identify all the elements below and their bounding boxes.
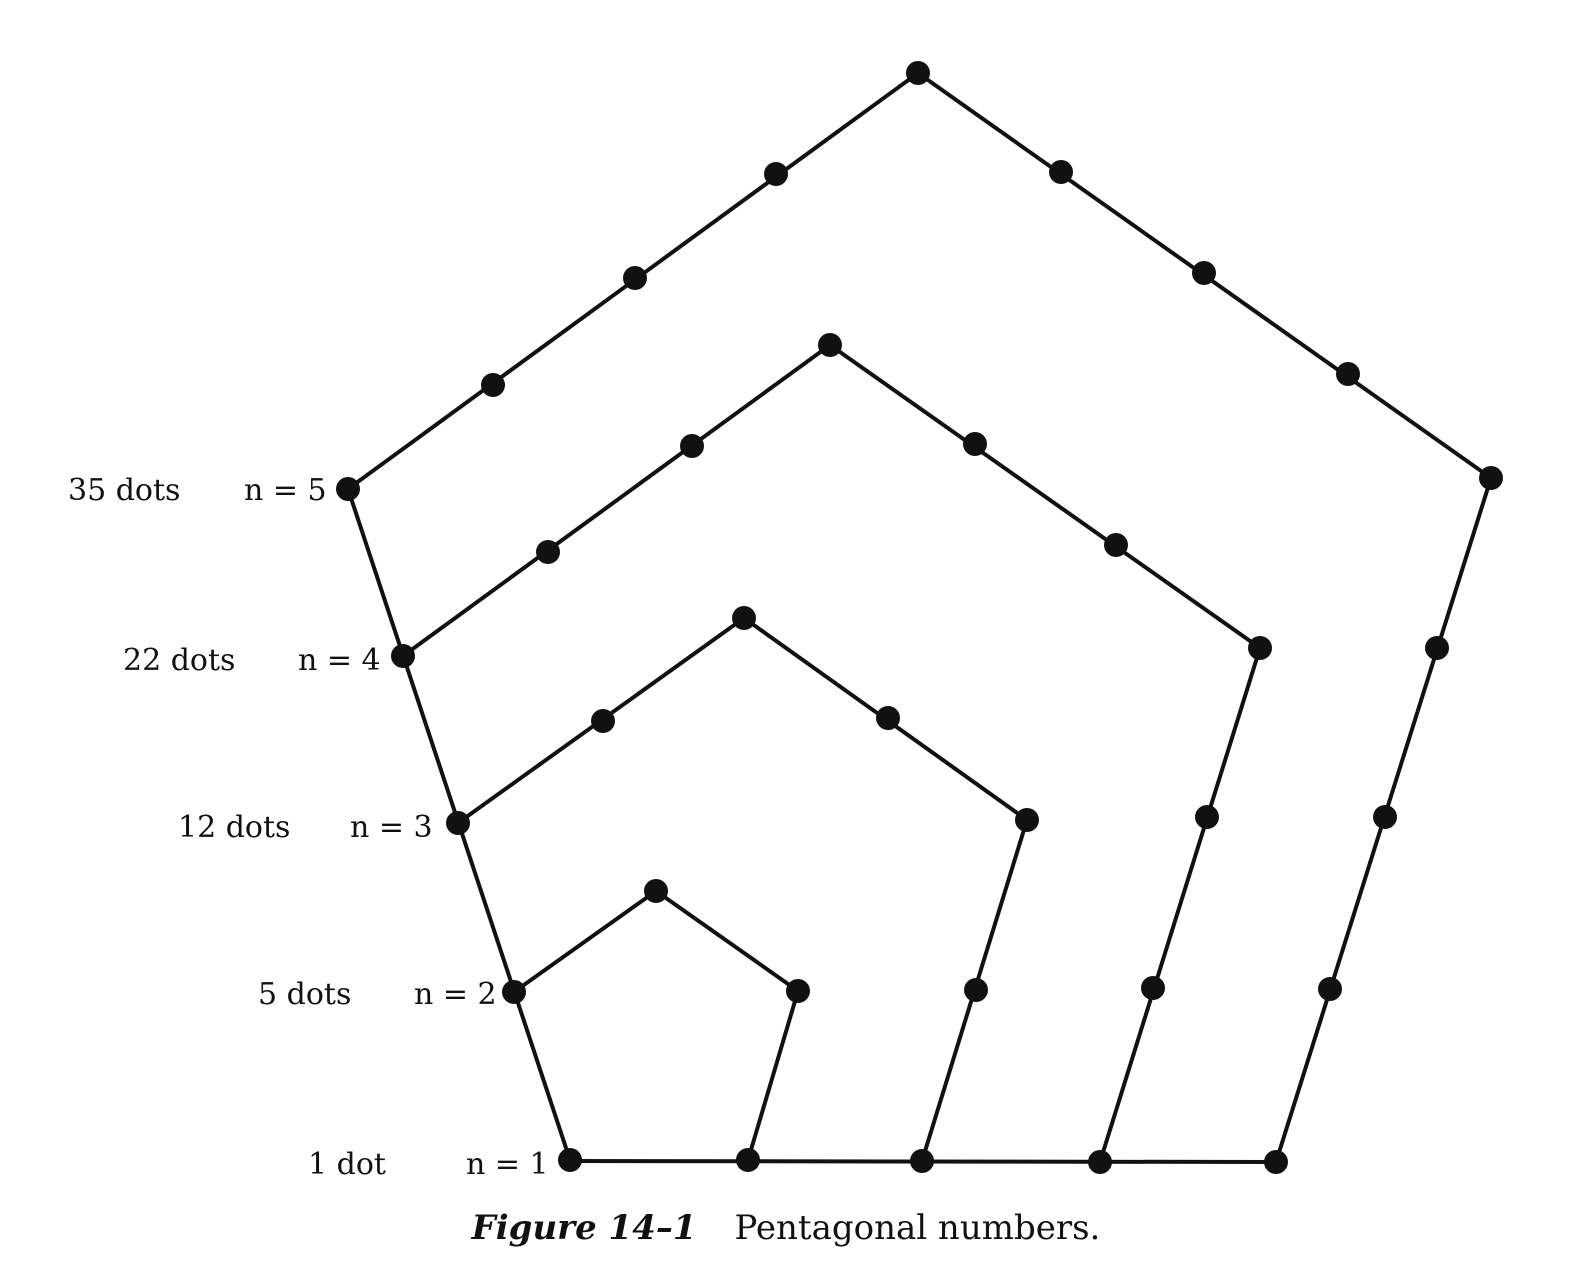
n-label-n3: n = 3	[350, 810, 433, 845]
figure-caption: Figure 14–1 Pentagonal numbers.	[0, 1208, 1572, 1248]
dot	[1479, 466, 1503, 490]
base-line-segment	[569, 1159, 1277, 1164]
dot	[680, 434, 704, 458]
dot	[964, 978, 988, 1002]
dot	[1015, 808, 1039, 832]
dot	[591, 709, 615, 733]
dot	[1192, 261, 1216, 285]
dot	[623, 266, 647, 290]
dots-label-n3: 12 dots	[178, 810, 290, 845]
dot	[906, 61, 930, 85]
pentagon-n4	[391, 333, 1272, 1174]
dot	[481, 373, 505, 397]
dots-label-n5: 35 dots	[68, 473, 180, 508]
pentagon-n5	[336, 61, 1503, 1174]
dot	[536, 540, 560, 564]
dot	[963, 432, 987, 456]
n-label-n4: n = 4	[298, 643, 381, 678]
dot	[1336, 362, 1360, 386]
dots-label-n2: 5 dots	[258, 977, 351, 1012]
dot	[818, 333, 842, 357]
dot	[502, 980, 526, 1004]
pentagon-n3	[446, 606, 1039, 1173]
n-label-n2: n = 2	[414, 977, 497, 1012]
dot	[786, 979, 810, 1003]
dot	[1195, 805, 1219, 829]
dot	[644, 879, 668, 903]
figure-caption-text: Pentagonal numbers.	[734, 1208, 1101, 1248]
dot-n1	[558, 1148, 582, 1172]
dots-label-n4: 22 dots	[123, 643, 235, 678]
row-labels: 35 dots n = 5 22 dots n = 4 12 dots n = …	[68, 473, 549, 1182]
base-line	[558, 1148, 1277, 1172]
dot	[446, 811, 470, 835]
dot	[1318, 977, 1342, 1001]
dot	[1425, 636, 1449, 660]
dot	[1248, 636, 1272, 660]
dot	[1104, 533, 1128, 557]
dot	[1141, 976, 1165, 1000]
figure-number: Figure 14–1	[471, 1208, 697, 1248]
dot	[876, 706, 900, 730]
dots-label-n1: 1 dot	[308, 1147, 386, 1182]
n-label-n1: n = 1	[466, 1147, 549, 1182]
n-label-n5: n = 5	[244, 473, 327, 508]
dot	[336, 477, 360, 501]
pentagon-n2	[502, 879, 810, 1172]
dot	[391, 644, 415, 668]
dot	[1373, 805, 1397, 829]
dot	[732, 606, 756, 630]
pentagon-n4-outline	[401, 343, 1262, 1163]
dot	[1049, 160, 1073, 184]
pentagon-n2-outline	[512, 889, 800, 1161]
dot	[764, 162, 788, 186]
